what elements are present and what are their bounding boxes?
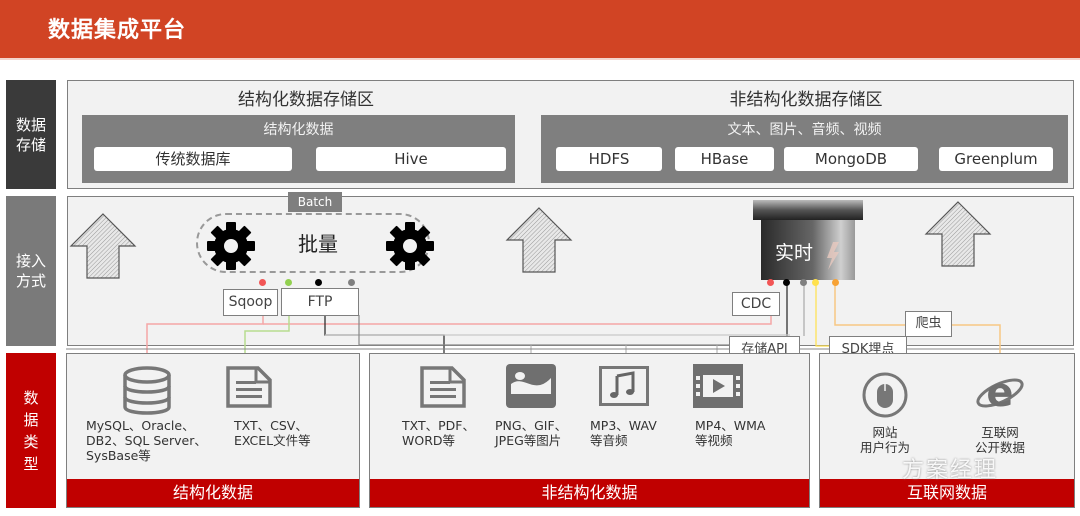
connector-dot-red xyxy=(259,279,266,286)
gear-icon xyxy=(386,222,434,270)
side-label-access-text: 接入 方式 xyxy=(15,252,46,290)
unstructured-data-bar: 非结构化数据 xyxy=(370,479,809,507)
side-label-storage: 数据 存储 xyxy=(6,80,56,189)
data-type-text: MP4、WMA 等视频 xyxy=(695,418,766,448)
realtime-cylinder-icon xyxy=(753,200,863,280)
tool-crawler: 爬虫 xyxy=(905,311,952,337)
mouse-icon xyxy=(862,372,908,418)
realtime-label: 实时 xyxy=(775,242,814,264)
side-label-data-type: 数 据 类 型 xyxy=(6,353,56,508)
side-label-storage-text: 数据 存储 xyxy=(15,115,46,154)
internet-data-bar: 互联网数据 xyxy=(820,479,1074,507)
data-type-text: 互联网 公开数据 xyxy=(974,425,1025,455)
up-arrow-icon xyxy=(69,213,137,279)
page-title: 数据集成平台 xyxy=(48,18,187,43)
watermark: 方案经理 xyxy=(902,458,999,483)
storage-item-hive: Hive xyxy=(316,147,506,171)
structured-data-bar: 结构化数据 xyxy=(67,479,359,507)
database-icon xyxy=(123,366,171,415)
connector-dot-black xyxy=(783,279,790,286)
tool-cdc: CDC xyxy=(732,292,780,316)
storage-item-greenplum: Greenplum xyxy=(939,147,1053,171)
data-type-text: TXT、PDF、 WORD等 xyxy=(402,418,475,448)
music-icon xyxy=(599,366,649,406)
document-icon xyxy=(420,366,466,408)
structured-group-caption: 结构化数据 xyxy=(263,122,334,138)
document-icon xyxy=(226,366,272,408)
tool-sqoop: Sqoop xyxy=(223,289,278,316)
storage-item-mongodb: MongoDB xyxy=(784,147,918,171)
data-type-text: PNG、GIF、 JPEG等图片 xyxy=(495,418,568,448)
ie-browser-icon: e xyxy=(976,370,1024,416)
video-icon xyxy=(693,364,743,408)
batch-label: 批量 xyxy=(298,232,338,256)
side-label-access: 接入 方式 xyxy=(6,196,56,346)
up-arrow-icon xyxy=(924,201,992,267)
gear-icon xyxy=(207,222,255,270)
data-type-text: MP3、WAV 等音频 xyxy=(590,418,657,448)
svg-text:e: e xyxy=(986,370,1013,416)
storage-item-hbase: HBase xyxy=(675,147,774,171)
side-label-data-type-text: 数 据 类 型 xyxy=(23,388,39,473)
storage-item-hdfs: HDFS xyxy=(556,147,662,171)
internet-data-panel: 互联网数据 xyxy=(819,353,1075,508)
tool-ftp: FTP xyxy=(281,288,359,316)
header-bar: 数据集成平台 xyxy=(0,0,1080,60)
unstructured-zone-title: 非结构化数据存储区 xyxy=(729,90,883,110)
data-type-text: TXT、CSV、 EXCEL文件等 xyxy=(234,418,311,448)
connector-dot-black xyxy=(315,279,322,286)
connector-dot-gray xyxy=(348,279,355,286)
batch-tag: Batch xyxy=(288,192,342,212)
data-type-text: MySQL、Oracle、 DB2、SQL Server、 SysBase等 xyxy=(86,418,207,463)
up-arrow-icon xyxy=(505,207,573,273)
connector-dot-green xyxy=(285,279,292,286)
connector-dot-red xyxy=(767,279,774,286)
structured-zone-title: 结构化数据存储区 xyxy=(238,90,374,110)
storage-item-traditional-db: 传统数据库 xyxy=(94,147,292,171)
structured-data-panel: 结构化数据 xyxy=(66,353,360,508)
connector-dot-yellow xyxy=(812,279,819,286)
unstructured-group-caption: 文本、图片、音频、视频 xyxy=(727,122,882,138)
image-icon xyxy=(506,364,556,408)
connector-dot-gray xyxy=(800,279,807,286)
data-type-text: 网站 用户行为 xyxy=(859,425,910,455)
connector-dot-orange xyxy=(832,279,839,286)
